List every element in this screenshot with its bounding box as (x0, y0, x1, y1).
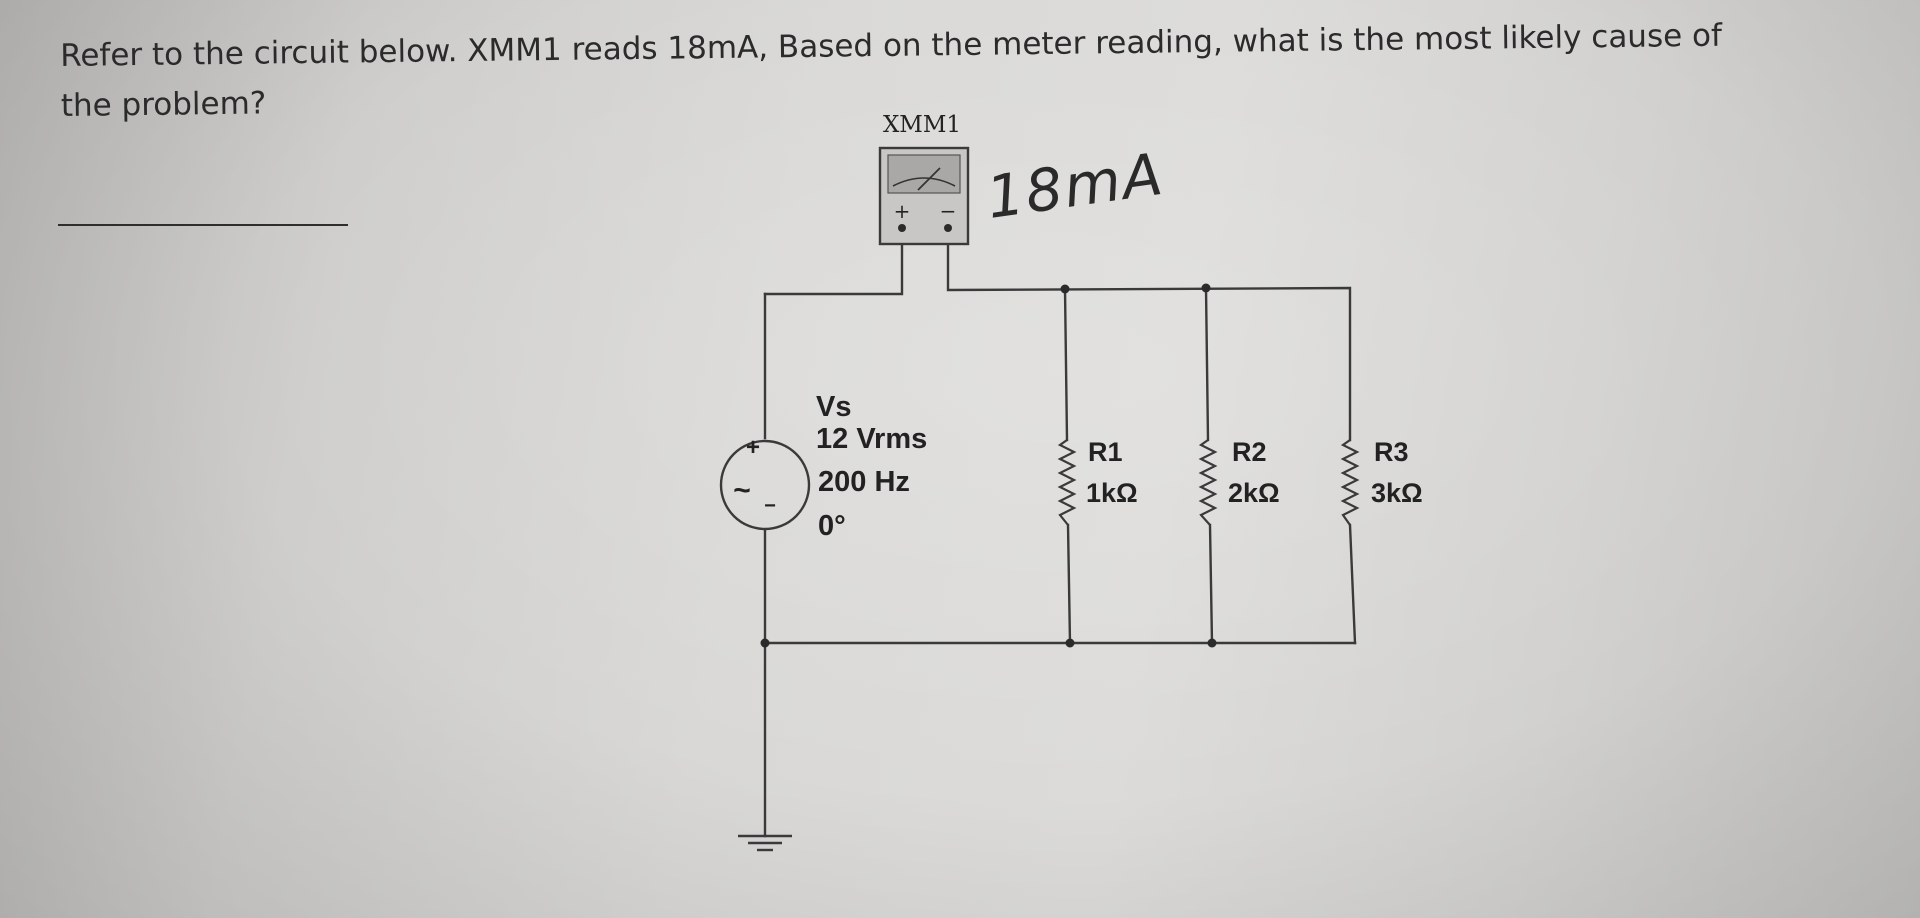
meter-name-label: XMM1 (883, 112, 961, 138)
resistor-r1-icon (1057, 439, 1077, 526)
handwritten-reading: 18mA (982, 140, 1168, 232)
resistor-r1-name: R1 (1088, 437, 1123, 467)
ac-source-icon: + ~ − (719, 434, 811, 531)
wire-meter-minus-to-rail (946, 236, 1352, 442)
answer-blank-line[interactable] (58, 224, 348, 226)
resistor-r3-value: 3kΩ (1371, 478, 1423, 508)
source-minus-sign: − (764, 495, 776, 517)
resistor-r2-value: 2kΩ (1228, 478, 1280, 508)
resistor-r3-name: R3 (1374, 437, 1409, 467)
junction-dot (1207, 638, 1217, 648)
ground-icon (738, 834, 792, 852)
source-phase-label: 0° (818, 510, 846, 542)
multimeter-icon: XMM1 + − (878, 112, 970, 246)
junction-dot (1060, 284, 1070, 294)
meter-plus-sign: + (894, 199, 911, 223)
source-tilde-sign: ~ (733, 474, 751, 507)
source-plus-sign: + (746, 434, 760, 461)
junction-dots (760, 283, 1217, 648)
source-name-label: Vs (816, 391, 851, 423)
junction-dot (760, 638, 770, 648)
wire-r3-bottom (1348, 523, 1357, 645)
junction-dot (1201, 283, 1211, 293)
wire-to-meter-plus (763, 236, 904, 296)
resistor-r2-icon (1198, 439, 1218, 526)
resistor-labels: R1 1kΩ R2 2kΩ R3 3kΩ (1086, 437, 1423, 508)
wire-r2-top (1204, 286, 1210, 442)
source-labels: Vs 12 Vrms 200 Hz 0° (816, 391, 927, 542)
junction-dot (1065, 638, 1075, 648)
resistor-r3-icon (1340, 439, 1360, 526)
meter-minus-sign: − (940, 199, 957, 223)
wire-r1-bottom (1066, 523, 1072, 645)
resistor-r2-name: R2 (1232, 437, 1267, 467)
source-frequency-label: 200 Hz (818, 466, 910, 498)
resistor-r1-value: 1kΩ (1086, 478, 1138, 508)
wire-r2-bottom (1208, 523, 1214, 645)
source-voltage-label: 12 Vrms (816, 423, 927, 455)
wire-r1-top (1063, 287, 1069, 442)
